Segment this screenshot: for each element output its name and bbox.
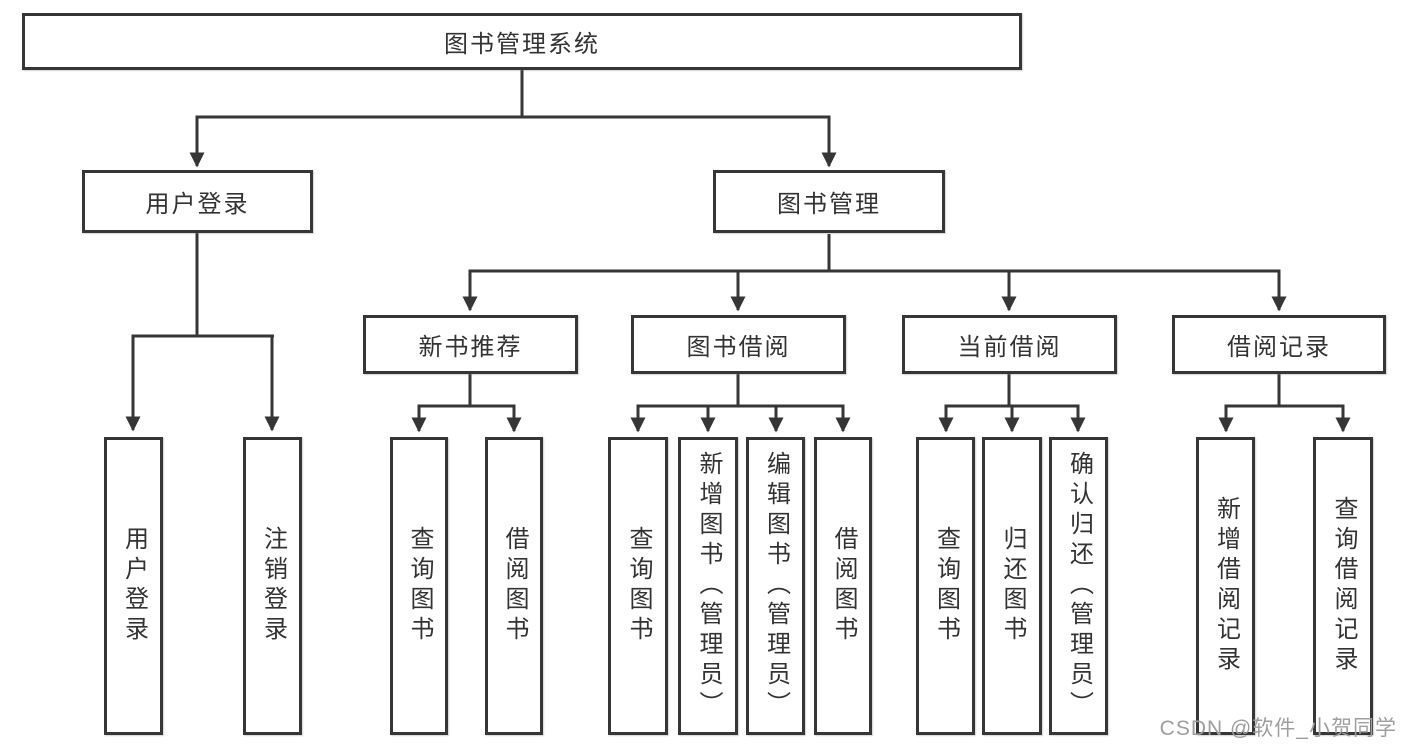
node-label: 新增图书（管理员）: [695, 451, 722, 721]
leaf-recommend-borrow-books: 借阅图书: [485, 437, 543, 735]
node-borrow-records: 借阅记录: [1172, 315, 1386, 374]
leaf-current-return-books: 归还图书: [982, 437, 1042, 735]
node-label: 图书借阅: [686, 334, 791, 361]
node-label: 当前借阅: [957, 334, 1062, 361]
node-user-login: 用户登录: [82, 170, 313, 233]
borrow-records-children-connector: [1218, 374, 1351, 433]
node-label: 图书管理系统: [444, 31, 600, 58]
new-book-recommend-children-connector: [411, 374, 522, 433]
leaf-borrowing-edit-books-admin: 编辑图书（管理员）: [746, 437, 805, 735]
leaf-user-login: 用户登录: [104, 437, 163, 735]
leaf-borrowing-query-books: 查询图书: [608, 437, 668, 735]
node-label: 新增借阅记录: [1212, 496, 1240, 676]
node-label: 新书推荐: [418, 334, 523, 361]
book-management-children-connector: [462, 234, 1287, 312]
node-label: 查询图书: [625, 526, 652, 646]
leaf-current-confirm-return-admin: 确认归还（管理员）: [1049, 437, 1108, 735]
leaf-borrowing-borrow-books: 借阅图书: [814, 437, 872, 735]
leaf-logout-login: 注销登录: [243, 437, 302, 735]
node-new-book-recommend: 新书推荐: [363, 315, 578, 374]
node-label: 借阅记录: [1227, 334, 1331, 361]
node-label: 注销登录: [259, 526, 287, 646]
node-library-management-system: 图书管理系统: [22, 13, 1022, 70]
node-label: 图书管理: [777, 191, 881, 218]
root-to-level2-connector: [189, 70, 837, 168]
leaf-current-query-books: 查询图书: [916, 437, 975, 735]
node-label: 查询借阅记录: [1330, 496, 1357, 676]
book-borrowing-children-connector: [630, 374, 851, 433]
node-label: 用户登录: [120, 526, 148, 646]
node-current-borrowing: 当前借阅: [902, 315, 1117, 374]
node-label: 确认归还（管理员）: [1065, 451, 1093, 721]
leaf-records-query-borrow-record: 查询借阅记录: [1313, 437, 1373, 735]
current-borrowing-children-connector: [938, 374, 1086, 433]
leaf-recommend-query-books: 查询图书: [390, 437, 448, 735]
node-label: 编辑图书（管理员）: [762, 451, 790, 721]
node-book-borrowing: 图书借阅: [631, 315, 846, 374]
node-label: 查询图书: [932, 526, 960, 646]
user-login-children-connector: [125, 233, 280, 432]
node-book-management: 图书管理: [713, 170, 945, 233]
node-label: 查询图书: [406, 526, 433, 646]
csdn-watermark: CSDN @软件_小贺同学: [1159, 717, 1397, 740]
node-label: 借阅图书: [501, 526, 528, 646]
node-label: 归还图书: [999, 526, 1026, 646]
node-label: 用户登录: [145, 191, 250, 218]
node-label: 借阅图书: [830, 526, 857, 646]
leaf-records-add-borrow-record: 新增借阅记录: [1196, 437, 1255, 735]
leaf-borrowing-add-books-admin: 新增图书（管理员）: [678, 437, 738, 735]
